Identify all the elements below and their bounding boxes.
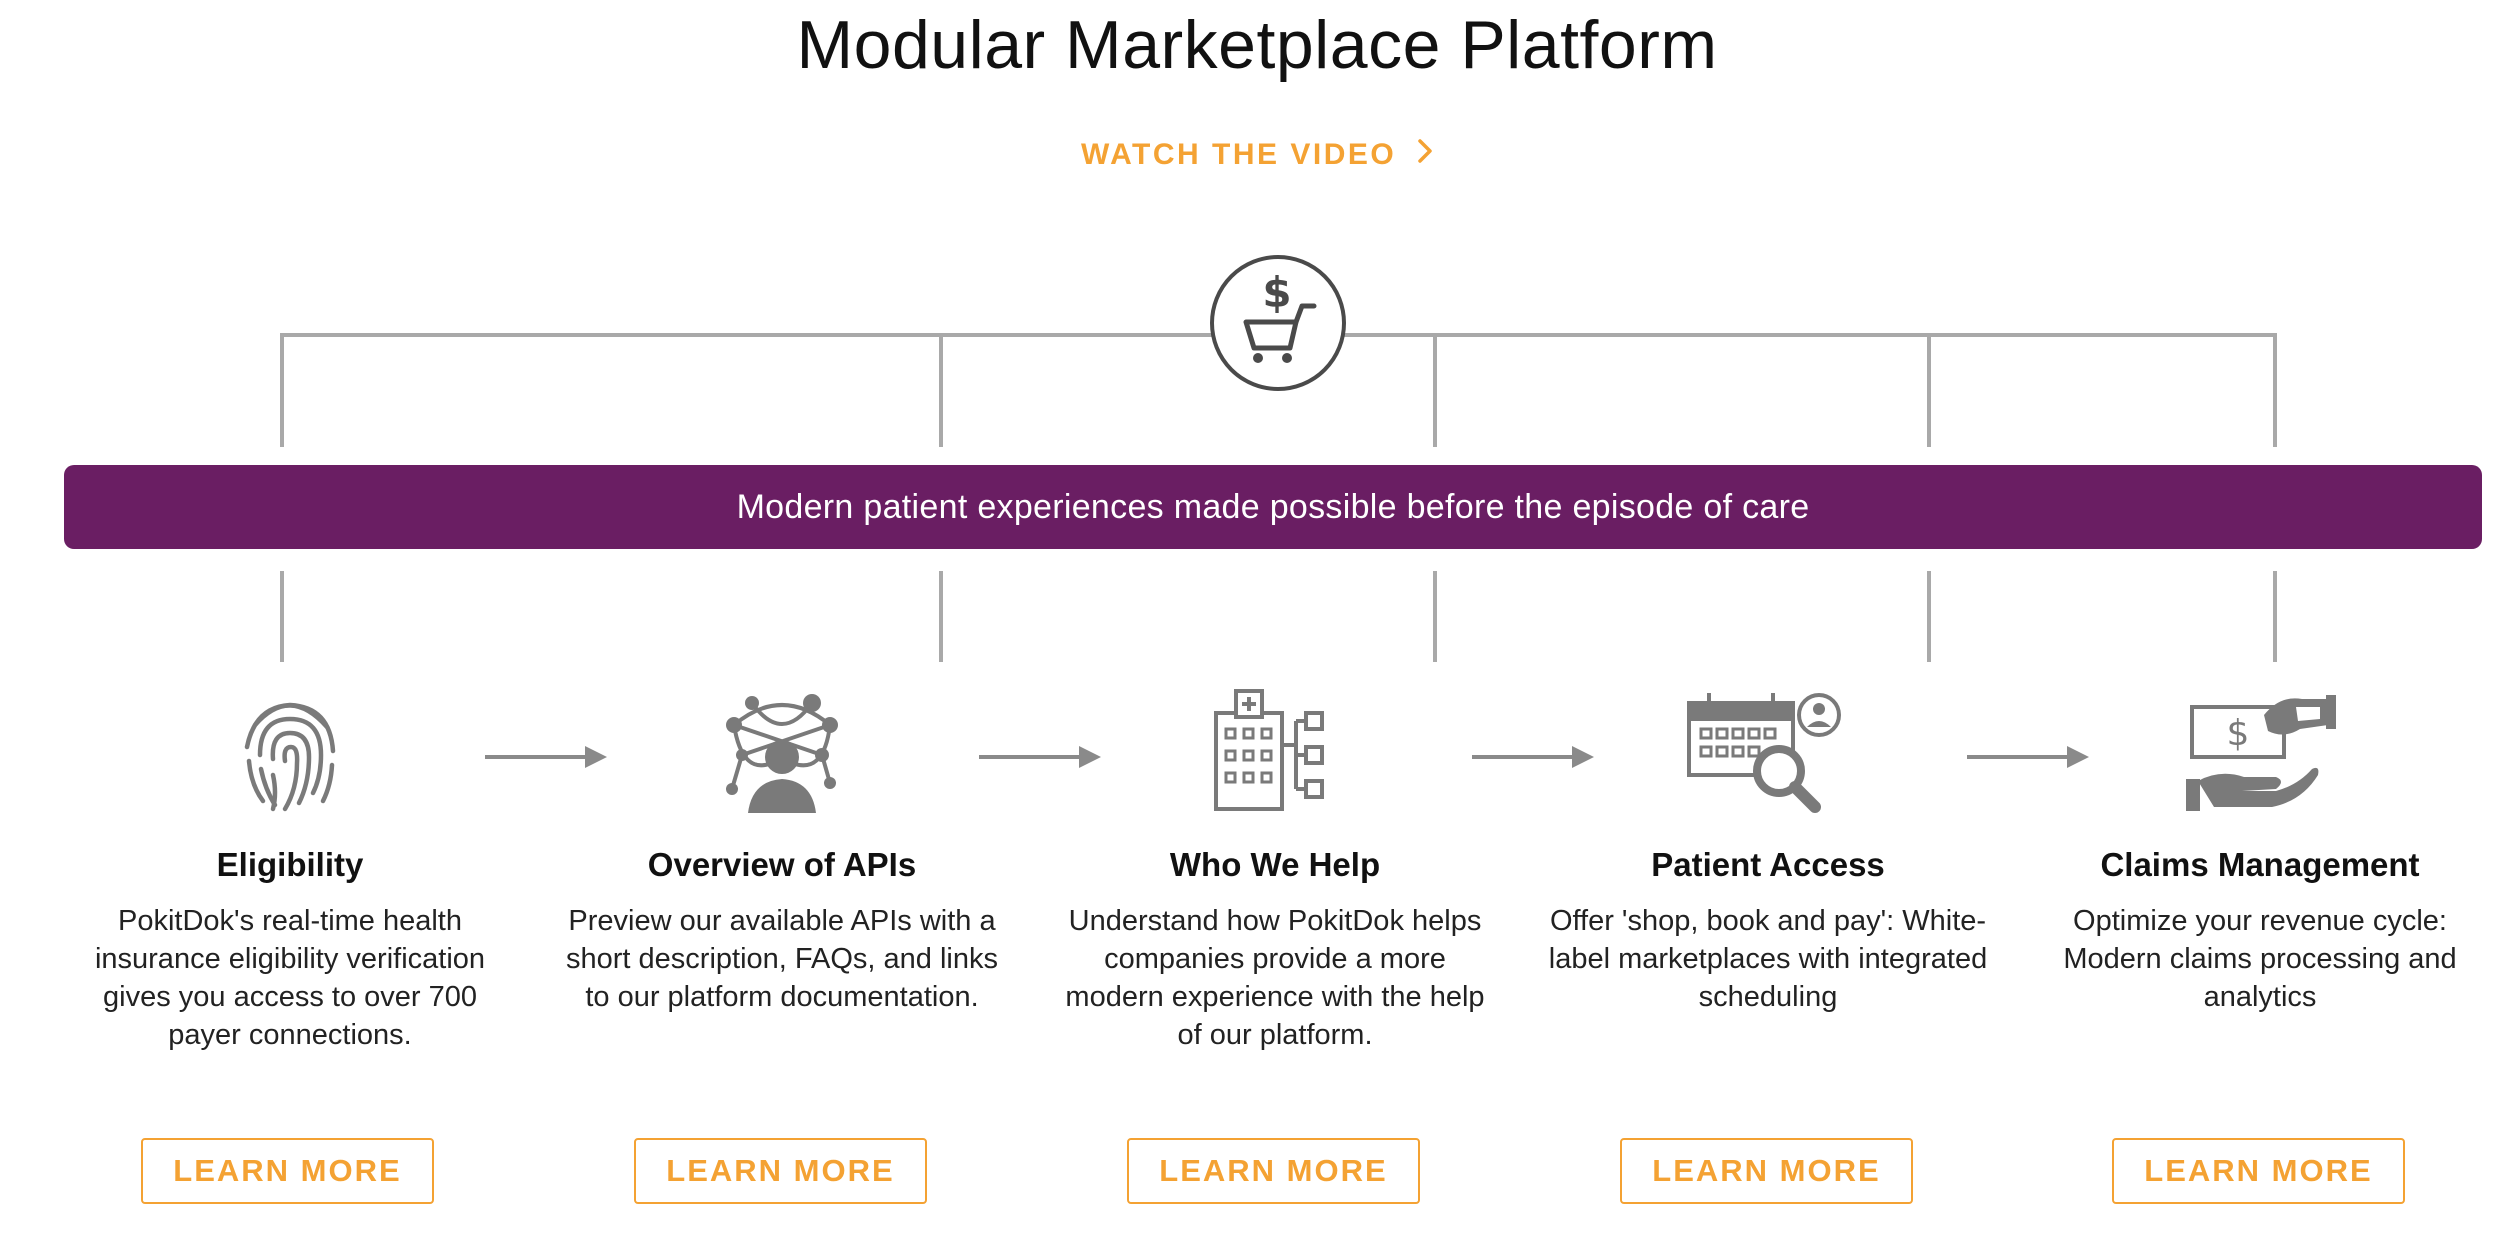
card-title: Overview of APIs xyxy=(647,846,917,883)
banner-text: Modern patient experiences made possible… xyxy=(736,487,1810,526)
card-description: PokitDok's real-time health insurance el… xyxy=(94,905,486,1051)
svg-text:$: $ xyxy=(1262,268,1291,317)
card-eligibility: Eligibility PokitDok's real-time health … xyxy=(55,680,525,1054)
arrow-right-icon xyxy=(485,746,607,768)
arrow-right-icon xyxy=(1472,746,1594,768)
fingerprint-icon xyxy=(55,680,525,820)
calendar-search-user-icon xyxy=(1533,680,2003,820)
dollar-cart-icon: $ xyxy=(1210,255,1346,391)
learn-more-patient-access-button[interactable]: LEARN MORE xyxy=(1620,1138,1913,1204)
card-description: Offer 'shop, book and pay': White-label … xyxy=(1548,905,1988,1013)
card-overview-of-apis: Overview of APIs Preview our available A… xyxy=(547,680,1017,1016)
card-title: Who We Help xyxy=(1169,846,1381,883)
learn-more-claims-management-button[interactable]: LEARN MORE xyxy=(2112,1138,2405,1204)
hospital-network-icon xyxy=(1040,680,1510,820)
api-network-person-icon xyxy=(547,680,1017,820)
card-title: Patient Access xyxy=(1651,846,1885,883)
chevron-right-icon xyxy=(1417,138,1433,172)
card-title: Claims Management xyxy=(2100,846,2420,883)
hand-money-icon: $ xyxy=(2025,680,2495,820)
learn-more-apis-button[interactable]: LEARN MORE xyxy=(634,1138,927,1204)
card-claims-management: $ Claims Management Optimize your revenu… xyxy=(2025,680,2495,1016)
arrow-right-icon xyxy=(979,746,1101,768)
platform-banner: Modern patient experiences made possible… xyxy=(64,465,2482,549)
arrow-right-icon xyxy=(1967,746,2089,768)
connector-lines: $ xyxy=(280,255,2277,662)
card-title: Eligibility xyxy=(216,846,364,883)
card-description: Preview our available APIs with a short … xyxy=(566,905,998,1013)
card-description: Understand how PokitDok helps companies … xyxy=(1065,905,1485,1051)
learn-more-who-we-help-button[interactable]: LEARN MORE xyxy=(1127,1138,1420,1204)
page-title: Modular Marketplace Platform xyxy=(796,7,1718,83)
card-patient-access: Patient Access Offer 'shop, book and pay… xyxy=(1533,680,2003,1016)
learn-more-eligibility-button[interactable]: LEARN MORE xyxy=(141,1138,434,1204)
card-description: Optimize your revenue cycle: Modern clai… xyxy=(2063,905,2457,1013)
watch-video-label: WATCH THE VIDEO xyxy=(1080,138,1397,171)
card-who-we-help: Who We Help Understand how PokitDok help… xyxy=(1040,680,1510,1054)
svg-text:$: $ xyxy=(2227,713,2250,754)
watch-video-link[interactable]: WATCH THE VIDEO xyxy=(0,138,2514,172)
